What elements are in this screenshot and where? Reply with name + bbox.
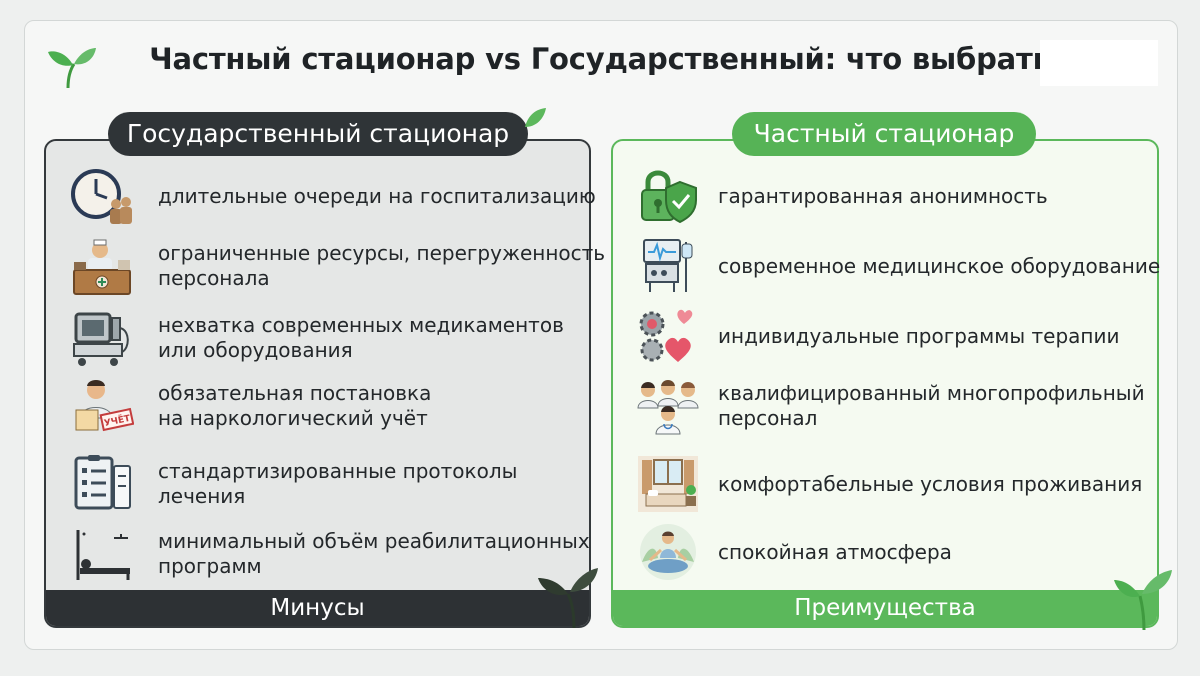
list-item: современное медицинское оборудование	[636, 236, 1160, 296]
medical-team-icon	[636, 376, 700, 436]
item-text: стандартизированные протоколы лечения	[158, 459, 518, 508]
advantages-footer: Преимущества	[613, 590, 1157, 626]
meditation-icon	[636, 522, 700, 582]
old-equipment-icon	[70, 308, 134, 368]
sprout-corner-icon	[1114, 570, 1172, 630]
item-text: квалифицированный многопрофильный персон…	[718, 381, 1145, 430]
item-text: спокойная атмосфера	[718, 539, 952, 564]
list-item: стандартизированные протоколы лечения	[70, 454, 517, 514]
sprout-corner-icon	[538, 568, 598, 628]
item-text: современное медицинское оборудование	[718, 253, 1161, 278]
private-panel: Преимущества	[611, 139, 1159, 628]
list-item: УЧЁТ обязательная постановка на нарколог…	[70, 376, 431, 436]
hearts-gears-icon	[636, 306, 700, 366]
item-text: минимальный объём реабилитационных прогр…	[158, 529, 590, 578]
blank-patch	[1040, 40, 1158, 86]
bed-icon	[70, 524, 134, 584]
page-title: Частный стационар vs Государственный: чт…	[149, 42, 1051, 76]
sprout-logo-icon	[48, 48, 96, 89]
item-text: нехватка современных медикаментов или об…	[158, 313, 564, 362]
comfortable-room-icon	[636, 454, 700, 514]
medical-monitor-icon	[636, 236, 700, 296]
list-item: длительные очереди на госпитализацию	[70, 166, 596, 226]
list-item: гарантированная анонимность	[636, 166, 1048, 226]
government-header: Государственный стационар	[108, 112, 528, 156]
leaf-icon	[525, 108, 546, 127]
list-item: ограниченные ресурсы, перегруженность пе…	[70, 236, 605, 296]
item-text: гарантированная анонимность	[718, 183, 1048, 208]
private-header: Частный стационар	[732, 112, 1036, 156]
lock-shield-icon	[636, 166, 700, 226]
minuses-footer: Минусы	[46, 590, 589, 626]
list-item: спокойная атмосфера	[636, 522, 952, 582]
overloaded-doctor-icon	[70, 236, 134, 296]
list-item: нехватка современных медикаментов или об…	[70, 308, 564, 368]
item-text: длительные очереди на госпитализацию	[158, 183, 596, 208]
item-text: ограниченные ресурсы, перегруженность пе…	[158, 241, 606, 290]
checklist-icon	[70, 454, 134, 514]
item-text: обязательная постановка на наркологическ…	[158, 381, 432, 430]
government-panel: Минусы	[44, 139, 591, 628]
list-item: минимальный объём реабилитационных прогр…	[70, 524, 590, 584]
item-text: комфортабельные условия проживания	[718, 471, 1143, 496]
list-item: комфортабельные условия проживания	[636, 454, 1142, 514]
clock-queue-icon	[70, 166, 134, 226]
registration-stamp-icon: УЧЁТ	[70, 376, 134, 436]
item-text: индивидуальные программы терапии	[718, 323, 1120, 348]
list-item: квалифицированный многопрофильный персон…	[636, 376, 1145, 436]
list-item: индивидуальные программы терапии	[636, 306, 1119, 366]
